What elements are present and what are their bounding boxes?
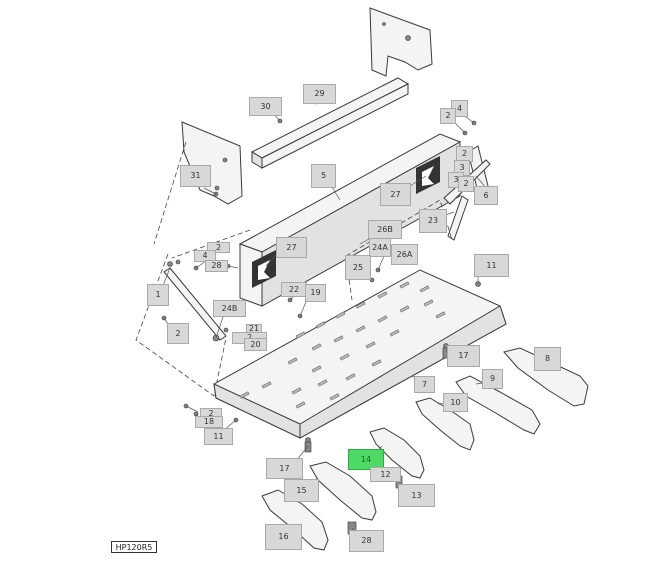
callout-9[interactable]: 9	[482, 369, 503, 389]
callout-31[interactable]: 31	[180, 165, 211, 187]
callout-2[interactable]: 2	[207, 242, 230, 253]
callout-5[interactable]: 5	[311, 164, 336, 188]
callout-2[interactable]: 2	[440, 108, 456, 124]
blade-14	[369, 427, 425, 479]
callout-10[interactable]: 10	[443, 393, 468, 412]
callout-26a[interactable]: 26A	[391, 244, 418, 265]
callout-2[interactable]: 2	[458, 176, 474, 192]
callout-8[interactable]: 8	[534, 347, 561, 371]
callout-17[interactable]: 17	[447, 345, 480, 367]
callout-27[interactable]: 27	[276, 237, 307, 258]
top-bracket	[369, 7, 433, 77]
callout-25[interactable]: 25	[345, 255, 371, 280]
callout-12[interactable]: 12	[370, 467, 401, 482]
callout-22[interactable]: 22	[281, 282, 307, 297]
callout-1[interactable]: 1	[147, 284, 169, 306]
callout-23[interactable]: 23	[419, 209, 447, 233]
callout-27[interactable]: 27	[380, 183, 411, 206]
callout-30[interactable]: 30	[249, 97, 282, 116]
blade-15	[309, 461, 377, 521]
callout-20[interactable]: 20	[244, 338, 267, 351]
callout-29[interactable]: 29	[303, 84, 336, 104]
callout-11[interactable]: 11	[204, 428, 233, 445]
left-side-plate	[181, 121, 243, 205]
callout-18[interactable]: 18	[195, 416, 223, 428]
deck-slots	[239, 281, 446, 409]
callout-28[interactable]: 28	[205, 260, 228, 272]
callout-19[interactable]: 19	[305, 284, 326, 302]
callout-24a[interactable]: 24A	[369, 238, 391, 257]
callout-6[interactable]: 6	[474, 186, 498, 205]
diagram-code-label: HP120R5	[111, 541, 157, 553]
callout-24b[interactable]: 24B	[213, 300, 246, 317]
callout-11[interactable]: 11	[474, 254, 509, 277]
callout-15[interactable]: 15	[284, 479, 319, 502]
callout-26b[interactable]: 26B	[368, 220, 402, 239]
callout-13[interactable]: 13	[398, 484, 435, 507]
callout-17[interactable]: 17	[266, 458, 303, 479]
callout-7[interactable]: 7	[414, 376, 435, 393]
callout-28[interactable]: 28	[349, 530, 384, 552]
callout-16[interactable]: 16	[265, 524, 302, 550]
callout-14-highlighted[interactable]: 14	[348, 449, 384, 470]
callout-2[interactable]: 2	[167, 323, 189, 344]
